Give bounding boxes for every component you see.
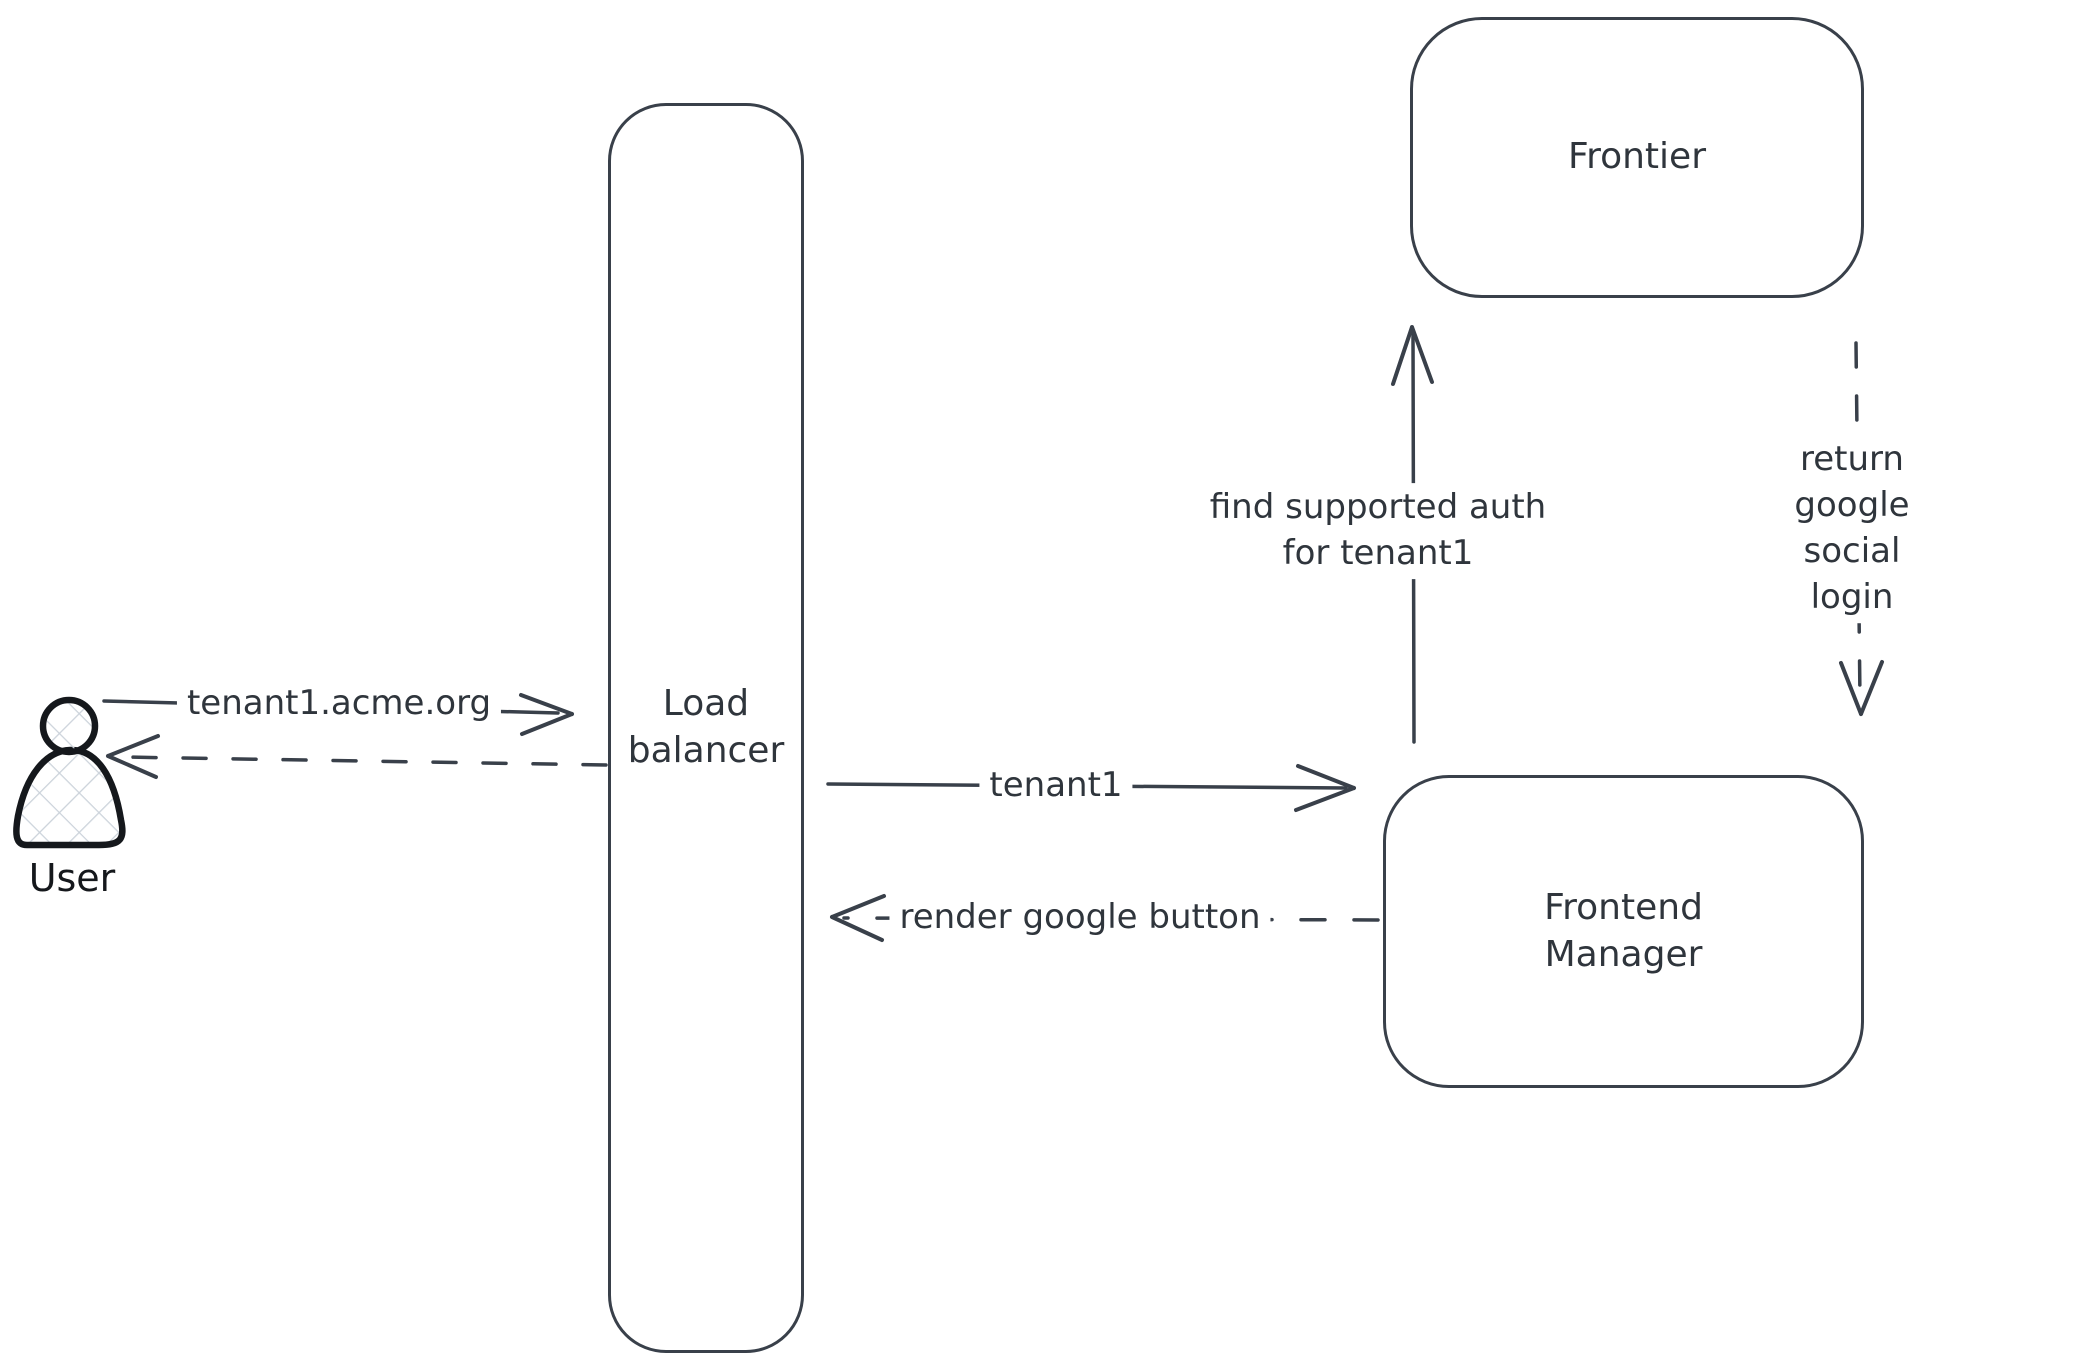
frontier-label: Frontier xyxy=(1567,136,1706,178)
load-balancer-label: Load balancer xyxy=(627,683,785,771)
frontier-node: Frontier xyxy=(1410,17,1864,298)
edge-label-tenant1: tenant1 xyxy=(979,761,1133,811)
edge-label-render-google-button: render google button xyxy=(889,893,1271,943)
user-icon-head xyxy=(39,696,99,756)
arrow-head xyxy=(1839,660,1884,716)
arrow-load-balancer-to-user xyxy=(106,734,608,779)
user-icon-body xyxy=(13,746,126,849)
arrow-head xyxy=(1294,764,1356,812)
frontend-manager-label: Frontend Manager xyxy=(1544,886,1703,975)
arrow-head xyxy=(106,734,160,779)
edge-label-tenant1-acme-org: tenant1.acme.org xyxy=(176,679,502,729)
user-icon xyxy=(13,696,126,849)
arrow-head xyxy=(830,894,886,942)
edge-label-find-supported-auth: find supported auth for tenant1 xyxy=(1199,483,1557,579)
arrow-head xyxy=(519,693,574,736)
frontend-manager-node: Frontend Manager xyxy=(1383,775,1864,1088)
arrow-shaft xyxy=(120,755,608,767)
edge-label-return-google-social-login: return google social login xyxy=(1736,435,1968,623)
user-label: User xyxy=(28,856,116,900)
load-balancer-node: Load balancer xyxy=(608,103,804,1353)
arrow-head xyxy=(1391,325,1434,386)
